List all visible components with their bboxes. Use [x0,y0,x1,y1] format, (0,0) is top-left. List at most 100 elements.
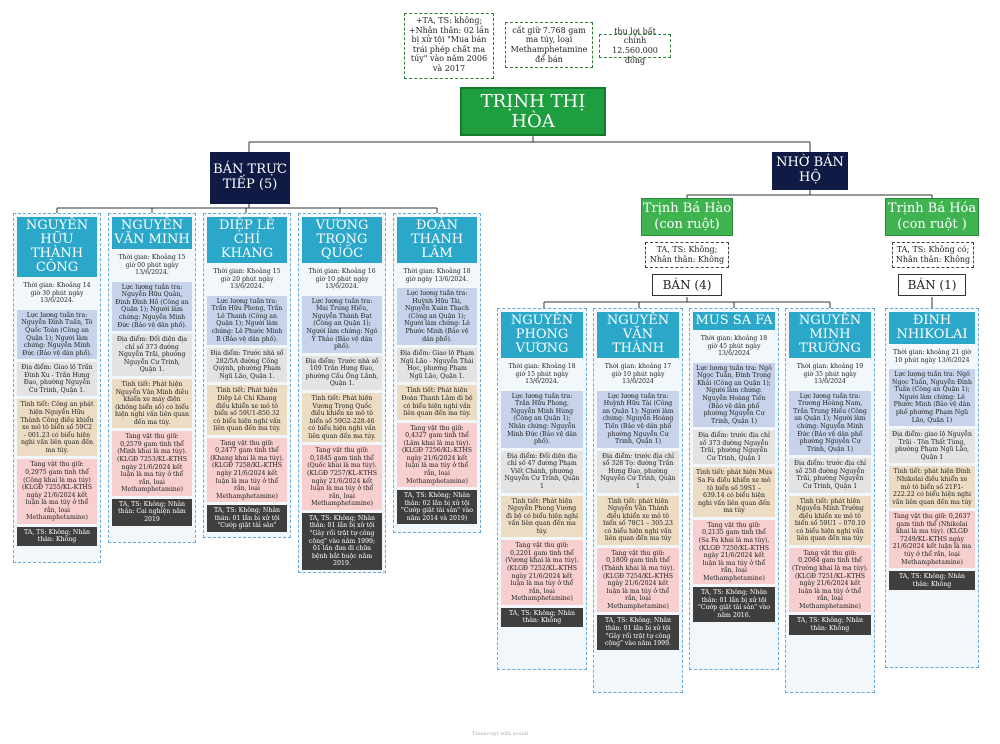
person-name: NGUYỄN PHONG VƯƠNG [501,312,583,359]
person-record: TA, TS: Không; Nhân thân: Không [17,526,97,546]
person-evidence: Tang vật thu giữ: 0,2579 gam tinh thể (M… [112,431,192,496]
person-name: DIỆP LÊ CHÍ KHANG [207,217,287,264]
person-time: Thời gian: Khoảng 18 giờ 15 phút ngày 13… [508,363,576,386]
person-place: Địa điểm: Đối diện địa chỉ số 47 đường P… [501,450,583,493]
person-card: MUS SA FA Thời gian: khoảng 18 giờ 45 ph… [689,308,779,670]
person-detail: Tình tiết: phát hiện Mus Sa Fa điều khiể… [693,467,775,517]
root-node: TRỊNH THỊ HÒA [460,87,606,136]
person-card: ĐOÀN THANH LÂM Thời gian: Khoảng 18 giờ … [393,213,481,533]
profit-note: thu lợi bất chính 12.560.000 đồng [599,27,671,65]
person-detail: Tình tiết: Phát hiện Đoàn Thanh Lâm đi b… [397,385,477,420]
son-name: Trịnh Bá Hào (con ruột) [642,201,732,232]
person-card: NGUYỄN PHONG VƯƠNG Thời gian: Khoảng 18 … [497,308,587,670]
person-detail: Tình tiết: Phát hiện Nguyễn Phong Vương … [501,495,583,538]
person-name: ĐOÀN THANH LÂM [397,217,477,264]
person-record: TA, TS: Không; Nhân thân: 01 lần bị xử t… [302,512,382,570]
person-card: NGUYỄN HỮU THÀNH CÔNG Thời gian: Khoảng … [13,213,101,563]
person-evidence: Tang vật thu giữ: 0,2201 gam tinh thể (V… [501,540,583,605]
person-force: Lực lượng tuần tra: Huỳnh Hữu Tài, Nguyễ… [397,288,477,346]
person-detail: Tình tiết: phát hiện Đinh Nhikolai điều … [889,466,975,509]
person-name: MUS SA FA [693,312,775,331]
person-place: Địa điểm: Trước nhà số 282/5A đường Cống… [207,348,287,383]
person-force: Lực lượng tuần tra: Ngô Ngọc Tuấn, Đinh … [693,362,775,428]
son-ban-label: BÁN (4) [662,278,712,292]
person-place: Địa điểm: trước địa chỉ số 258 đường Ngu… [789,458,871,493]
person-time: Thời gian: khoảng 17 giờ 10 phút ngày 13… [604,363,672,386]
person-record: TA, TS: Không; Nhân thân: 01 lần bị xử t… [597,615,679,650]
person-name: NGUYỄN VĂN THÀNH [597,312,679,359]
son-ban-hao: BÁN (4) [652,274,722,296]
person-evidence: Tang vật thu giữ: 0,2637 gam tinh thể (N… [889,511,975,569]
person-evidence: Tang vật thu giữ: 0,1845 gam tinh thể (Q… [302,445,382,510]
criminal-record-note: +TA, TS: không; +Nhân thân: 02 lần bị xử… [404,13,494,79]
person-force: Lực lượng tuần tra: Nguyễn Hữu Quân, Đin… [112,281,192,332]
person-evidence: Tang vật thu giữ: 0,2477 gam tinh thể (K… [207,437,287,503]
person-evidence: Tang vật thu giữ: 0,4327 gam tinh thể (L… [397,422,477,488]
person-force: Lực lượng tuần tra: Mai Trung Hiếu, Nguy… [302,295,382,353]
person-place: Địa điểm: Đối diện địa chỉ số 373 đường … [112,334,192,376]
person-time: Thời gian: Khoảng 14 giờ 30 phút ngày 13… [23,282,91,305]
hidden-drug-note: cất giữ 7.768 gam ma túy, loại Methamphe… [505,22,593,68]
direct-sale-label: BÁN TRỰC TIẾP (5) [213,162,287,192]
person-time: Thời gian: khoảng 21 giờ 10 phút ngày 13… [892,349,971,364]
person-force: Lực lượng tuần tra: Trần Hữu Phong, Nguy… [501,390,583,448]
person-name: ĐINH NHIKOLAI [889,312,975,345]
proxy-sale-node: NHỜ BÁN HỘ [772,152,848,190]
son-note-hoa: TA, TS: Không có; Nhân thân: Không [892,242,974,268]
person-record: TA, TS: Không; Nhân thân: Cai nghiện năm… [112,498,192,526]
person-detail: Tình tiết: Công an phát hiện Nguyễn Hữu … [17,399,97,457]
person-evidence: Tang vật thu giữ: 0,2135 gam tinh thể (S… [693,519,775,585]
person-record: TA, TS: Không; Nhân thân: Không [789,615,871,635]
person-detail: Tình tiết: Phát hiện Vương Trọng Quốc đi… [302,392,382,443]
person-card: ĐINH NHIKOLAI Thời gian: khoảng 21 giờ 1… [885,308,979,668]
person-card: VƯƠNG TRỌNG QUỐC Thời gian: Khoảng 16 gi… [298,213,386,573]
person-force: Lực lượng tuần tra: Ngô Ngọc Tuấn, Nguyễ… [889,369,975,427]
person-time: Thời gian: Khoảng 15 giờ 00 phút ngày 13… [118,254,186,277]
person-evidence: Tang vật thu giữ: 0,2084 gam tinh thể (T… [789,547,871,613]
person-record: TA, TS: Không; Nhân thân: 01 lần bị xử t… [207,505,287,532]
person-force: Lực lượng tuần tra: Trương Hoàng Nam, Tr… [789,390,871,456]
root-label: TRỊNH THỊ HÒA [480,90,586,132]
son-note-text: TA, TS: Không; Nhân thân: Không [649,245,725,264]
hidden-drug-text: cất giữ 7.768 gam ma túy, loại Methamphe… [510,25,588,64]
person-card: NGUYỄN VĂN MINH Thời gian: Khoảng 15 giờ… [108,213,196,543]
son-note-hao: TA, TS: Không; Nhân thân: Không [645,242,729,268]
person-detail: Tình tiết: Phát hiện Nguyễn Văn Minh điề… [112,378,192,429]
person-detail: Tình tiết: phát hiện Nguyễn Văn Thành đi… [597,495,679,545]
son-ban-hoa: BÁN (1) [898,274,966,296]
person-record: TA, TS: Không; Nhân thân: Không [501,607,583,627]
watermark: Transcript with sound [472,731,528,737]
person-force: Lực lượng tuần tra: Trần Hữu Phong, Trần… [207,295,287,346]
person-record: TA, TS: Không; Nhân thân: 01 lần bị xử t… [693,587,775,622]
person-place: Địa điểm: giao lộ Nguyễn Trãi - Tôn Thất… [889,429,975,464]
person-time: Thời gian: Khoảng 15 giờ 20 phút ngày 13… [213,268,281,291]
person-record: TA, TS: Không; Nhân thân: Không [889,571,975,591]
son-note-text: TA, TS: Không có; Nhân thân: Không [895,245,971,264]
person-evidence: Tang vật thu giữ: 0,1809 gam tinh thể (T… [597,547,679,613]
person-time: Thời gian: khoảng 18 giờ 45 phút ngày 13… [700,335,768,358]
person-detail: Tình tiết: phát hiện Nguyễn Minh Trường … [789,495,871,545]
person-place: Địa điểm: Giao lộ Trần Đình Xu - Trần Hư… [17,362,97,397]
son-node-hoa: Trịnh Bá Hóa (con ruột ) [885,198,979,236]
person-time: Thời gian: Khoảng 18 giờ ngày 13/6/2024. [403,268,471,283]
son-name: Trịnh Bá Hóa (con ruột ) [887,201,977,232]
person-name: NGUYỄN HỮU THÀNH CÔNG [17,217,97,278]
person-detail: Tình tiết: Phát hiện Diệp Lê Chí Khang đ… [207,385,287,435]
person-place: Địa điểm: trước địa chỉ số 373 đường Ngu… [693,430,775,465]
person-card: NGUYỄN VĂN THÀNH Thời gian: khoảng 17 gi… [593,308,683,693]
person-name: VƯƠNG TRỌNG QUỐC [302,217,382,264]
person-time: Thời gian: Khoảng 16 giờ 10 phút ngày 13… [308,268,376,291]
person-evidence: Tang vật thu giữ: 0,2975 gam tinh thể (C… [17,459,97,524]
proxy-sale-label: NHỜ BÁN HỘ [776,155,844,185]
profit-text: thu lợi bất chính 12.560.000 đồng [612,26,658,65]
son-node-hao: Trịnh Bá Hào (con ruột) [641,198,733,236]
criminal-record-text: +TA, TS: không; +Nhân thân: 02 lần bị xử… [408,16,490,73]
person-time: Thời gian: khoảng 19 giờ 35 phút ngày 13… [796,363,864,386]
person-force: Lực lượng tuần tra: Huỳnh Hữu Tài (Công … [597,390,679,448]
person-card: NGUYỄN MINH TRƯỜNG Thời gian: khoảng 19 … [785,308,875,693]
person-place: Địa điểm: trước địa chỉ số 328 Tọ: đường… [597,450,679,493]
person-place: Địa điểm: Trước nhà số 109 Trần Hưng Đạo… [302,355,382,390]
person-name: NGUYỄN VĂN MINH [112,217,192,250]
person-record: TA, TS: Không; Nhân thân: 02 lần bị xử t… [397,490,477,525]
